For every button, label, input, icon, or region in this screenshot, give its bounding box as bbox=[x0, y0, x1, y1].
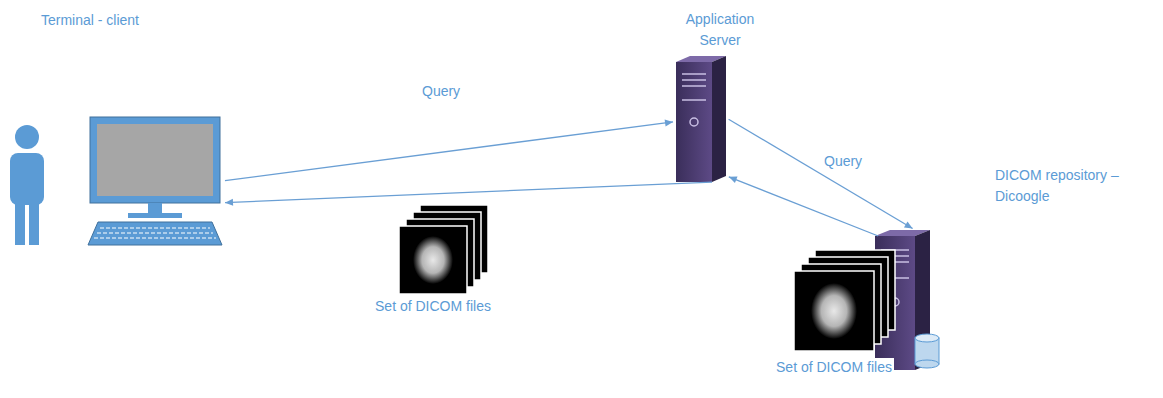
node-label: DICOM repository – Dicoogle bbox=[995, 165, 1145, 207]
arrow-head bbox=[225, 199, 233, 206]
node-group: DICOM repository – Dicoogle bbox=[870, 160, 1155, 375]
connector bbox=[225, 119, 673, 180]
person-icon bbox=[10, 125, 44, 245]
node-group: Terminal - client bbox=[5, 5, 230, 250]
arrow-head bbox=[729, 176, 738, 183]
arrow-head bbox=[665, 119, 673, 126]
edge-label: Query bbox=[822, 152, 864, 170]
node-label: Terminal - client bbox=[25, 10, 155, 31]
connector bbox=[729, 176, 878, 235]
node-group: Application Server bbox=[650, 5, 790, 185]
server-icon bbox=[676, 56, 726, 182]
dicom-stack bbox=[399, 205, 488, 294]
computer-icon bbox=[88, 117, 222, 245]
caption-label: Set of DICOM files bbox=[373, 297, 493, 315]
dicom-stack bbox=[794, 250, 895, 351]
edge-label: Query bbox=[420, 82, 462, 100]
caption-label: Set of DICOM files bbox=[774, 358, 894, 376]
connector-line bbox=[225, 182, 712, 203]
connector bbox=[729, 119, 913, 228]
connector bbox=[225, 182, 712, 206]
connector-line bbox=[225, 122, 673, 181]
connector-line bbox=[729, 119, 913, 228]
connector-line bbox=[729, 177, 878, 236]
node-label: Application Server bbox=[670, 9, 770, 51]
arrow-head bbox=[904, 221, 913, 228]
database-icon bbox=[915, 334, 939, 368]
